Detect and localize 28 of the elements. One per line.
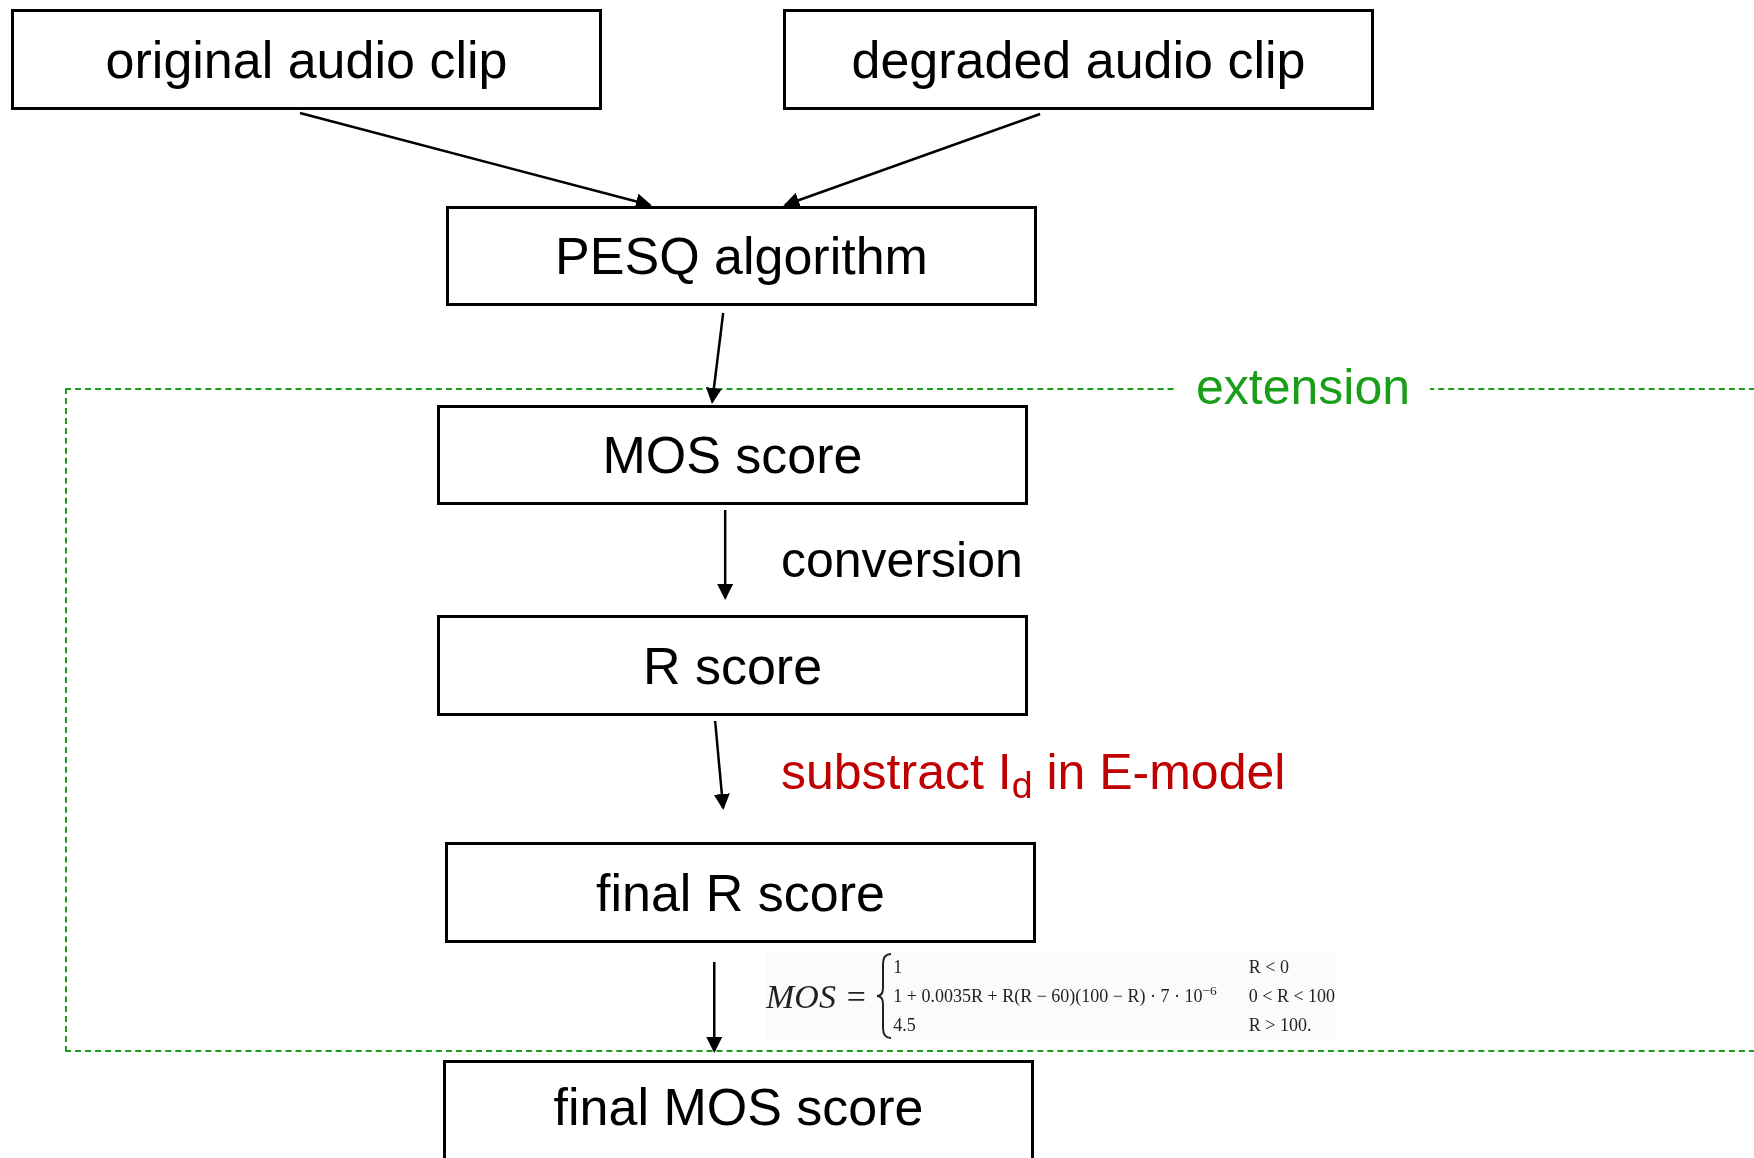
formula-text: 4.5	[893, 1013, 917, 1037]
box-label: final MOS score	[553, 1077, 924, 1138]
formula-text: 1 + 0.0035R + R(R − 60)(100 − R) · 7 · 10$^{−6}$	[893, 981, 1217, 1008]
formula-text: MOS =	[766, 976, 868, 1017]
process-box	[443, 1060, 1034, 1158]
box-label: final R score	[596, 862, 885, 924]
formula-text: R < 0	[1248, 955, 1290, 979]
formula-text: R > 100.	[1248, 1013, 1313, 1037]
arrow	[783, 112, 1041, 208]
arrow	[705, 312, 725, 404]
box-label: R score	[642, 635, 823, 697]
process-box	[446, 206, 1037, 306]
process-box	[445, 842, 1036, 943]
box-label: MOS score	[602, 425, 863, 486]
box-label: PESQ algorithm	[555, 226, 928, 287]
process-box	[437, 405, 1028, 505]
arrow	[717, 510, 734, 600]
process-box	[437, 615, 1028, 716]
formula-text: 0 < R < 100	[1248, 984, 1336, 1008]
edge-label: conversion	[781, 531, 1023, 590]
arrow	[706, 962, 723, 1053]
arrow	[713, 720, 730, 810]
formula-text: 1	[893, 955, 904, 979]
box-label: original audio clip	[105, 29, 508, 91]
edge-label: substract I$_{d}$ in E-model	[781, 743, 1286, 804]
box-label: degraded audio clip	[851, 29, 1306, 91]
process-box	[11, 9, 602, 110]
process-box	[783, 9, 1374, 110]
